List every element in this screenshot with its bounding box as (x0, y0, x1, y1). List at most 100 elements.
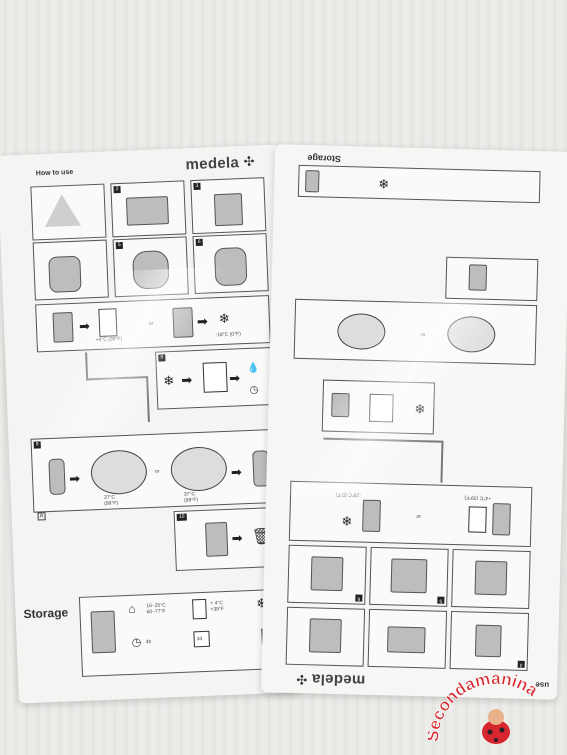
step-thaw-panel: ❄ (321, 379, 436, 435)
step-discard-panel (445, 256, 539, 302)
bag-icon (304, 170, 320, 193)
bag-icon (468, 264, 488, 291)
or-label: or (148, 320, 154, 327)
days-label: 3d (196, 636, 203, 643)
arrow-right-icon: ➡ (230, 464, 243, 480)
step-panel (367, 608, 448, 669)
flow-line (440, 442, 444, 483)
hand-wash-illustration (43, 193, 81, 228)
arrow-right-icon: ➡ (231, 530, 243, 546)
bag-illustration (474, 560, 508, 596)
flow-line (86, 376, 147, 381)
room-temp-label: 16–25°C 60–77°F (146, 602, 166, 616)
freeze-temp-label: -18°C (0°F) (215, 331, 241, 339)
step-4-panel (32, 239, 109, 301)
bottle-illustration (48, 255, 82, 293)
fridge-temp-label: +4°C (39°F) (95, 336, 123, 344)
step-9-panel: 9 ➡ 37°C (99°F) or 37°C (99°F) ➡ (30, 428, 278, 513)
step-number: 5 (437, 596, 445, 604)
step-freeze-panel: +4°C (39°F) or ❄ -18°C (0°F) (288, 480, 533, 548)
snowflake-icon: ❄ (414, 400, 426, 417)
arrow-right-icon: ➡ (68, 470, 81, 487)
arrow-right-icon: ➡ (78, 318, 91, 334)
step-panel: 6 (287, 544, 367, 605)
fridge-icon (468, 506, 487, 533)
bag-illustration (386, 626, 426, 654)
step-number: 3 (193, 182, 201, 191)
pour-illustration (132, 250, 170, 290)
bag-icon (205, 521, 229, 557)
flow-line (146, 375, 150, 423)
storage-title: Storage (23, 605, 69, 622)
step-number: 9 (33, 441, 41, 449)
warm-temp-f-label: (99°F) (104, 500, 119, 507)
clock-icon: ◷ (131, 636, 142, 649)
snowflake-icon: ❄ (341, 513, 353, 529)
medela-logo-right: medela (311, 670, 366, 689)
bag-icon (90, 610, 117, 654)
arrow-right-icon: ➡ (196, 313, 209, 329)
leaflet-left: How to use medela ✣ 2 3 5 6 ➡ +4°C (39°F… (0, 144, 302, 704)
arrow-right-icon: ➡ (180, 372, 193, 388)
panel-letter: A (37, 512, 46, 521)
fridge-temp-label: +4°C (39°F) (464, 494, 492, 501)
warm-water-bowl (90, 449, 148, 496)
bag-illustration (310, 556, 344, 592)
step-5-panel: 5 (112, 236, 189, 298)
step-warm-panel: or (293, 298, 538, 366)
bag-illustration (125, 196, 169, 226)
arrow-right-icon: ➡ (228, 370, 241, 386)
snowflake-icon: ❄ (162, 372, 175, 389)
bag-icon (492, 503, 511, 536)
room-icon: ⌂ (128, 601, 136, 616)
drops-icon: 💧 (246, 362, 260, 375)
step-3-panel: 3 (190, 177, 267, 235)
bag-illustration (308, 618, 342, 654)
flow-line (85, 352, 89, 379)
step-panel (451, 549, 531, 610)
bag-illustration (213, 193, 244, 227)
fridge-icon (368, 393, 394, 423)
step-2-panel: 2 (110, 180, 187, 238)
step-number: 6 (355, 594, 363, 602)
medela-flower-icon: ✣ (296, 671, 308, 688)
bag-icon (52, 311, 74, 343)
bag-icon (362, 499, 381, 533)
step-number: 2 (113, 185, 121, 194)
or-label: or (154, 468, 160, 475)
storage-title: Storage (307, 153, 341, 164)
storage-panel: ❄ (297, 164, 541, 204)
flow-line (323, 437, 444, 443)
bag-illustration (390, 558, 428, 594)
ladybug-icon (482, 709, 510, 744)
leaflet-right: medela ✣ use 3 5 6 +4°C (39°F) or (260, 144, 567, 700)
how-to-use-title: How to use (35, 168, 74, 178)
step-panel: 5 (369, 546, 449, 607)
fridge-temp-label: + 4°C +39°F (210, 600, 225, 613)
bag-icon (331, 392, 350, 418)
step-8-panel: 8 ❄ ➡ ➡ 💧 ◷ (155, 347, 274, 410)
step-number: 5 (115, 241, 123, 250)
step-number: 10 (176, 513, 187, 521)
bottle-illustration (48, 458, 66, 496)
fridge-icon (202, 361, 228, 393)
warm-water-bowl (446, 315, 496, 354)
fridge-icon (98, 308, 118, 337)
snowflake-icon: ❄ (378, 175, 390, 192)
hours-label: 4h (145, 639, 152, 646)
step-6-panel: 6 (192, 233, 269, 295)
bag-icon (172, 307, 194, 338)
secondamanina-watermark: Secondamanina (428, 669, 542, 744)
or-label: or (420, 331, 426, 338)
warmer-illustration (336, 312, 386, 351)
step-7-panel: ➡ +4°C (39°F) or ➡ ❄ -18°C (0°F) (35, 295, 271, 353)
clock-icon: ◷ (249, 384, 259, 396)
step-1-panel (30, 183, 107, 241)
leaflet-right-content: medela ✣ use 3 5 6 +4°C (39°F) or (261, 144, 567, 700)
step-number: 6 (195, 238, 203, 246)
step-panel (285, 606, 366, 667)
warm-temp-f-label: (99°F) (183, 497, 199, 504)
warmer-illustration (169, 445, 228, 493)
seal-illustration (213, 246, 248, 287)
snowflake-icon: ❄ (218, 310, 231, 327)
